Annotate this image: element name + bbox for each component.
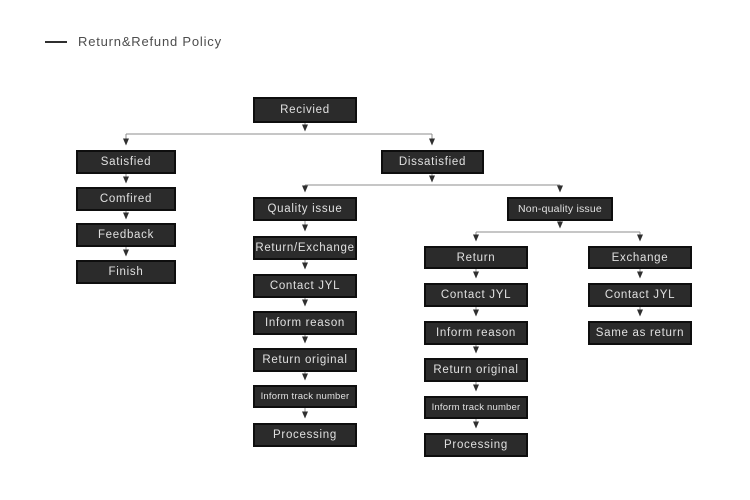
node-comfired: Comfired (76, 187, 176, 211)
node-finish: Finish (76, 260, 176, 284)
branch-non-quality (473, 221, 643, 242)
node-feedback: Feedback (76, 223, 176, 247)
node-inform-track-number-return: Inform track number (424, 396, 528, 419)
title-dash-icon (45, 40, 67, 43)
node-exchange: Exchange (588, 246, 692, 269)
node-return-exchange: Return/Exchange (253, 236, 357, 260)
node-non-quality-issue: Non-quality issue (507, 197, 613, 221)
node-inform-track-number-quality: Inform track number (253, 385, 357, 408)
node-inform-reason-return: Inform reason (424, 321, 528, 345)
node-return-original-quality: Return original (253, 348, 357, 372)
node-received: Recivied (253, 97, 357, 123)
node-quality-issue: Quality issue (253, 197, 357, 221)
node-dissatisfied: Dissatisfied (381, 150, 484, 174)
branch-received (123, 123, 435, 146)
node-processing-return: Processing (424, 433, 528, 457)
node-inform-reason-quality: Inform reason (253, 311, 357, 335)
node-return-original-return: Return original (424, 358, 528, 382)
node-satisfied: Satisfied (76, 150, 176, 174)
node-processing-quality: Processing (253, 423, 357, 447)
chart-title-row: Return&Refund Policy (45, 34, 222, 49)
node-contact-jyl-quality: Contact JYL (253, 274, 357, 298)
node-same-as-return: Same as return (588, 321, 692, 345)
node-contact-jyl-return: Contact JYL (424, 283, 528, 307)
page-title: Return&Refund Policy (78, 34, 222, 49)
branch-dissatisfied (302, 174, 563, 193)
node-contact-jyl-exchange: Contact JYL (588, 283, 692, 307)
node-return: Return (424, 246, 528, 269)
